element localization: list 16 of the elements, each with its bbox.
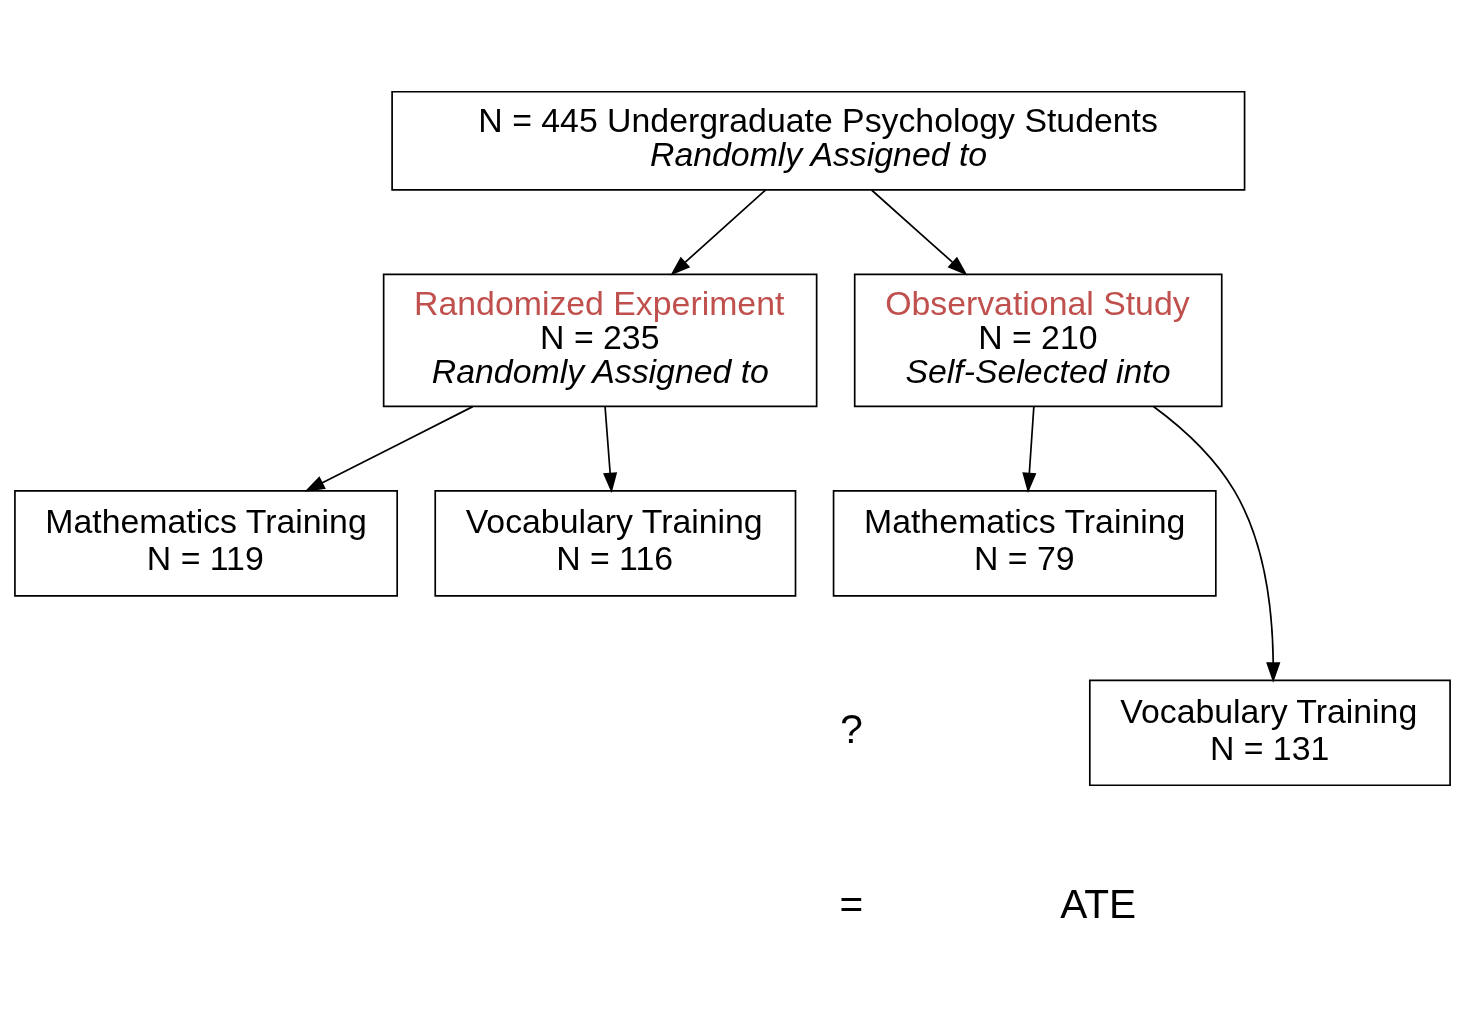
node-box: N = 445 Undergraduate Psychology Students Randomly Assigned to: [391, 90, 1246, 191]
node-box: Vocabulary Training N = 131: [1088, 679, 1451, 786]
node-box: Observational Study N = 210 Self-Selected into: [853, 273, 1223, 407]
node-box: Randomized Experiment N = 235 Randomly Assigned to: [382, 273, 818, 407]
label: =: [839, 880, 864, 927]
node-box: Mathematics Training N = 119: [14, 489, 399, 597]
arrow: [1152, 405, 1281, 683]
arrow: [603, 405, 618, 493]
node-box: Mathematics Training N = 79: [832, 489, 1217, 597]
arrow: [304, 405, 474, 492]
node-box: Vocabulary Training N = 116: [434, 489, 797, 597]
arrow: [1022, 405, 1037, 493]
arrow: [670, 188, 767, 276]
label: ATE: [1060, 880, 1137, 927]
arrow: [870, 188, 968, 276]
label: ?: [840, 705, 863, 752]
